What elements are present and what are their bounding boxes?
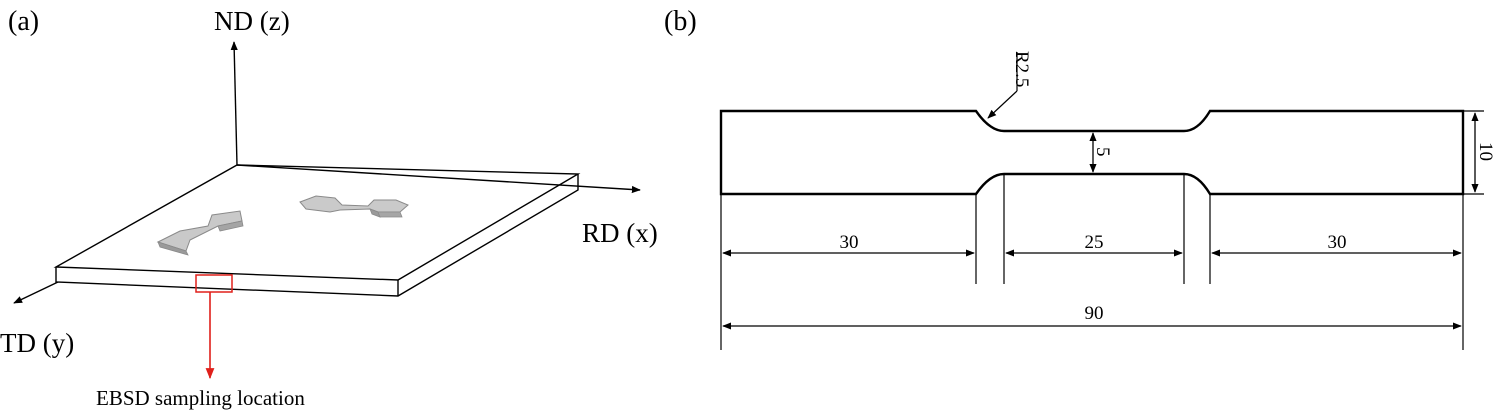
td-axis-label: TD (y): [0, 328, 74, 358]
ebsd-sampling-label: EBSD sampling location: [96, 386, 305, 410]
rd-axis: [236, 164, 641, 194]
extension-lines: [720, 110, 1484, 350]
panel-a: (a) ND (z) RD (x) TD (y) EBSD sampling l…: [0, 6, 658, 410]
tensile-specimen-outline: [719, 109, 1465, 196]
gauge-length-value: 25: [1085, 232, 1104, 253]
radius-callout: R2.5: [987, 51, 1032, 119]
nd-axis: [230, 41, 238, 166]
nd-axis-label: ND (z): [214, 6, 290, 36]
right-grip-value: 30: [1328, 232, 1347, 253]
grip-width-value: 10: [1475, 142, 1496, 161]
td-axis: [13, 281, 59, 304]
panel-b-label: (b): [664, 6, 697, 37]
panel-b: (b) R2.5 30 25 30 90 5: [664, 6, 1496, 350]
left-grip-value: 30: [840, 232, 859, 253]
sample-right: [299, 195, 409, 218]
ebsd-sampling-box: [195, 274, 233, 293]
gauge-width-value: 5: [1092, 147, 1113, 157]
total-length-value: 90: [1085, 303, 1104, 324]
rd-axis-label: RD (x): [582, 218, 658, 248]
panel-a-label: (a): [8, 6, 39, 37]
sample-left: [156, 210, 244, 256]
plate: [53, 164, 581, 297]
radius-label: R2.5: [1011, 51, 1032, 87]
